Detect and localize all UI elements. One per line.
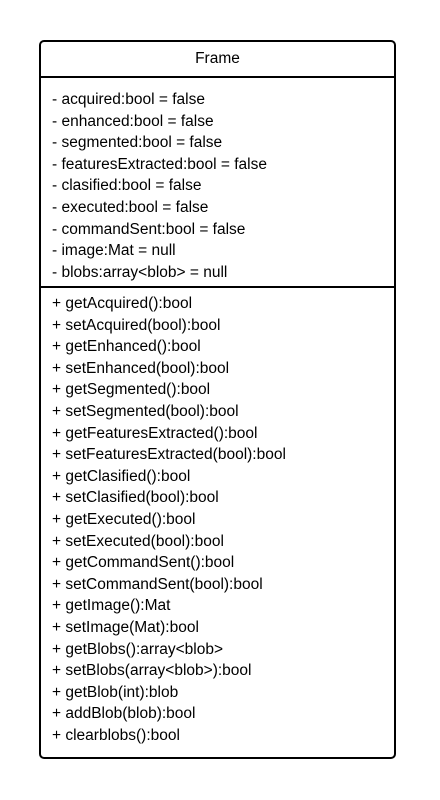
operation-row: + getBlobs():array<blob>: [52, 640, 224, 658]
operation-row: + getImage():Mat: [52, 597, 171, 615]
attribute-row: - commandSent:bool = false: [52, 220, 246, 238]
attributes-section: - acquired:bool = false - enhanced:bool …: [41, 78, 394, 286]
operation-row: + clearblobs():bool: [52, 726, 180, 744]
attributes-divider: [41, 76, 394, 78]
attribute-row: - clasified:bool = false: [52, 177, 202, 195]
attribute-row: - enhanced:bool = false: [52, 112, 214, 130]
operations-section: + getAcquired():bool + setAcquired(bool)…: [41, 288, 394, 746]
attribute-row: - image:Mat = null: [52, 242, 176, 260]
operation-row: + setEnhanced(bool):bool: [52, 359, 230, 377]
operation-row: + setExecuted(bool):bool: [52, 532, 224, 550]
attribute-row: - blobs:array<blob> = null: [52, 263, 228, 281]
operation-row: + getBlob(int):blob: [52, 683, 179, 701]
operation-row: + setAcquired(bool):bool: [52, 316, 221, 334]
operation-row: + addBlob(blob):bool: [52, 705, 196, 723]
operation-row: + setClasified(bool):bool: [52, 489, 219, 507]
operation-row: + setCommandSent(bool):bool: [52, 575, 263, 593]
operation-row: + setFeaturesExtracted(bool):bool: [52, 446, 286, 464]
operation-row: + setBlobs(array<blob>):bool: [52, 662, 252, 680]
operation-row: + setSegmented(bool):bool: [52, 402, 239, 420]
operation-row: + getAcquired():bool: [52, 295, 193, 312]
uml-class-frame: Frame - acquired:bool = false - enhanced…: [39, 40, 396, 759]
operation-row: + getFeaturesExtracted():bool: [52, 424, 258, 442]
attribute-row: - segmented:bool = false: [52, 134, 223, 152]
operation-row: + setImage(Mat):bool: [52, 618, 199, 636]
operation-row: + getExecuted():bool: [52, 510, 196, 528]
class-name: Frame: [195, 50, 240, 67]
operations-divider: [41, 286, 394, 288]
class-name-section: Frame: [41, 42, 394, 76]
attribute-row: - acquired:bool = false: [52, 91, 205, 108]
operation-row: + getSegmented():bool: [52, 381, 211, 399]
attribute-row: - executed:bool = false: [52, 198, 209, 216]
operation-row: + getClasified():bool: [52, 467, 191, 485]
attribute-row: - featuresExtracted:bool = false: [52, 155, 267, 173]
operation-row: + getEnhanced():bool: [52, 338, 201, 356]
operation-row: + getCommandSent():bool: [52, 554, 235, 572]
